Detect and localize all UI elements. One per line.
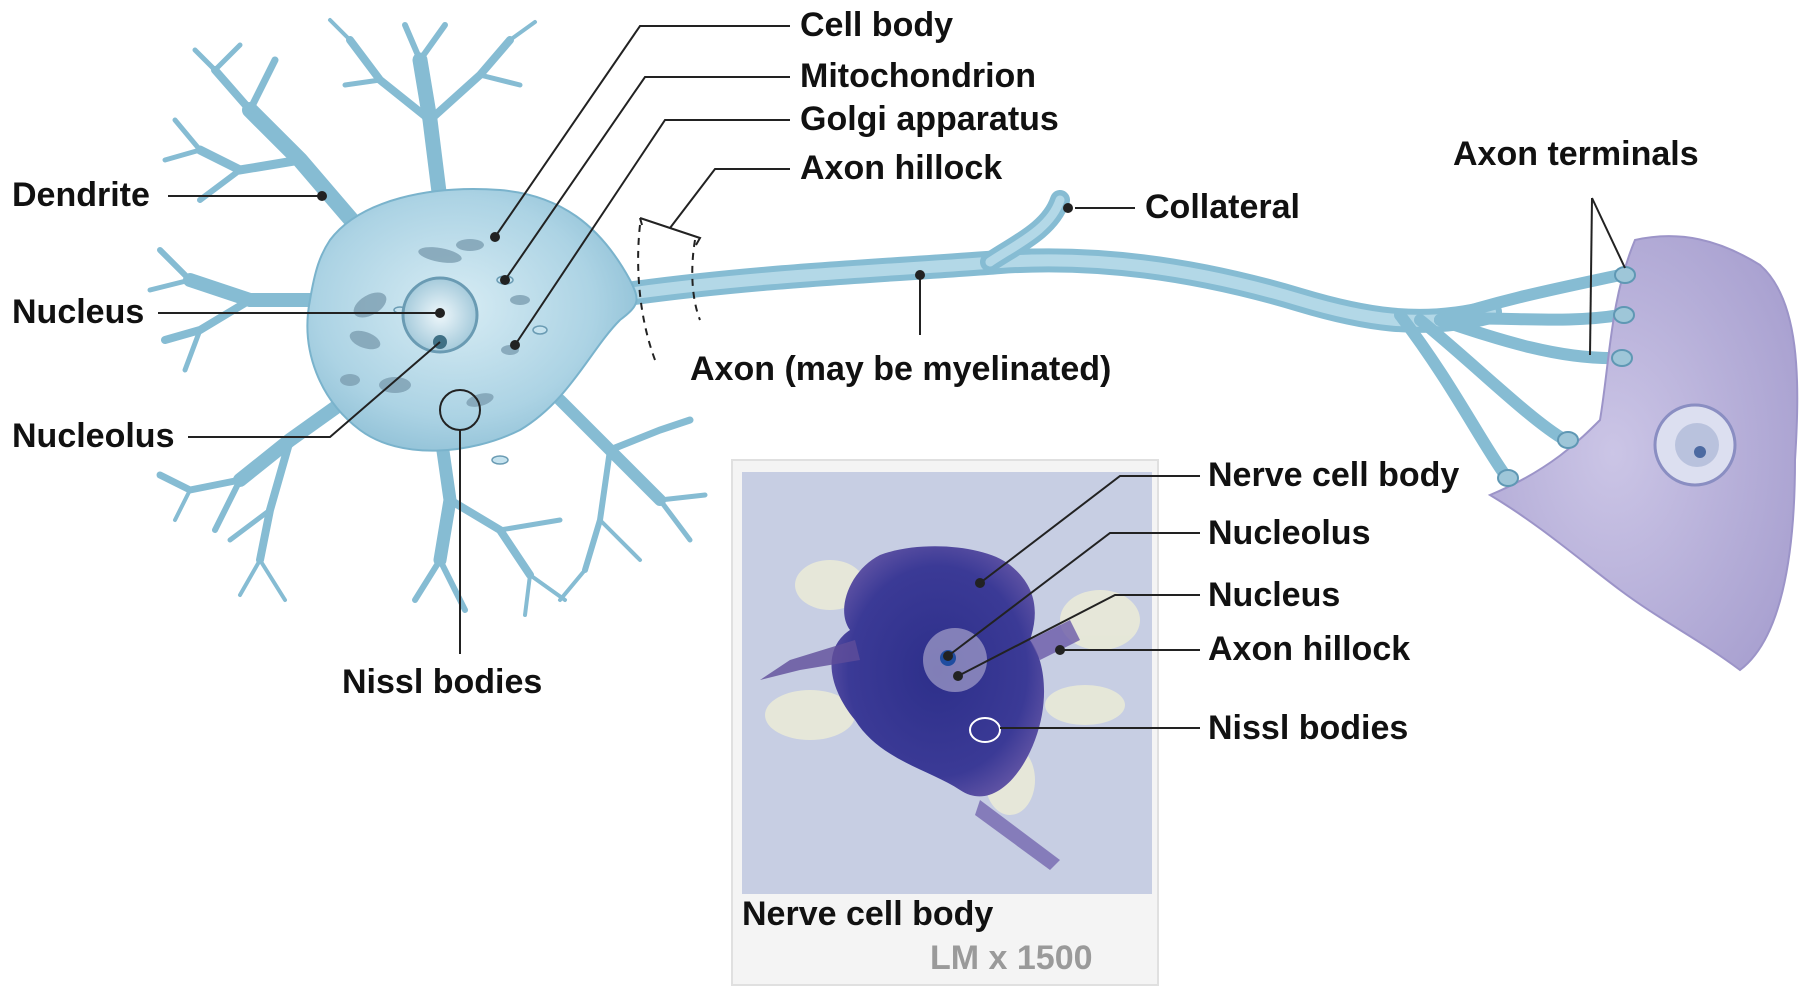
axon [620,200,1490,321]
label-nucleus: Nucleus [12,295,144,329]
label-axon-terminals: Axon terminals [1453,137,1699,171]
label-nucleolus: Nucleolus [12,419,174,453]
micro-label-nucleus: Nucleus [1208,578,1340,612]
label-axon: Axon (may be myelinated) [690,352,1111,386]
label-nissl-bodies: Nissl bodies [342,665,542,699]
micrograph-caption: Nerve cell body [742,897,993,931]
target-cell [1490,236,1797,670]
label-mitochondrion: Mitochondrion [800,59,1036,93]
micro-label-axon-hillock: Axon hillock [1208,632,1410,666]
label-axon-hillock: Axon hillock [800,151,1002,185]
micro-label-nissl-bodies: Nissl bodies [1208,711,1408,745]
micro-label-nucleolus: Nucleolus [1208,516,1370,550]
label-cell-body: Cell body [800,8,953,42]
micrograph-magnification: LM x 1500 [930,941,1093,975]
label-dendrite: Dendrite [12,178,150,212]
label-golgi: Golgi apparatus [800,102,1059,136]
label-collateral: Collateral [1145,190,1300,224]
micro-label-nerve-cell-body: Nerve cell body [1208,458,1459,492]
